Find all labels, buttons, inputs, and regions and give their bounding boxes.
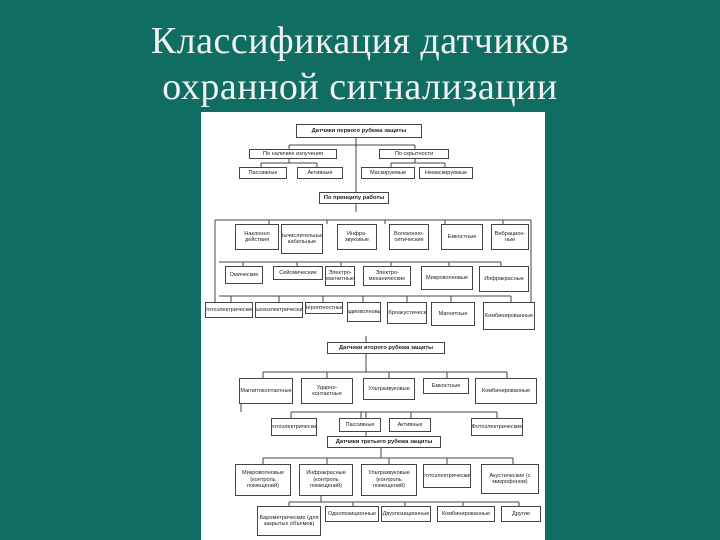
diagram-connectors: [214, 138, 532, 506]
classification-diagram: Датчики первого рубежа защиты По наличию…: [201, 112, 545, 540]
third-sub-node: Однопозиционные: [325, 506, 379, 522]
sub-type-node: Инфракрасные: [479, 266, 529, 292]
detail-node: Пьезоэлектрические: [255, 302, 303, 318]
type-node: Наклонно действия: [235, 224, 279, 250]
slide-title-line2: охранной сигнализации: [162, 66, 558, 108]
second-sub-node: Активные: [389, 418, 431, 432]
sub-type-node: Электро-механические: [363, 266, 411, 286]
second-type-node: Комбинированные: [475, 378, 537, 404]
third-rubezh-header: Датчики третьего рубежа защиты: [327, 436, 441, 448]
second-type-node: Ударно-контактные: [301, 378, 353, 404]
first-rubezh-header: Датчики первого рубежа защиты: [296, 124, 422, 138]
third-type-node: Инфракрасные (контроль помещений): [299, 464, 353, 496]
passive-node: Пассивные: [239, 167, 287, 179]
sub-type-node: Электро-магнитные: [325, 266, 355, 286]
third-sub-node: Двухпозиционные: [381, 506, 431, 522]
third-type-node: Микроволновые (контроль помещений): [235, 464, 291, 496]
second-sub-node: Фотоэлектрические: [471, 418, 523, 436]
second-type-node: Емкостные: [423, 378, 469, 394]
third-type-node: Фотоэлектрические: [423, 464, 471, 488]
masked-node: Маскируемые: [361, 167, 415, 179]
type-node: Вычислительные кабельные: [281, 224, 323, 254]
third-type-node: Ультразвуковые (контроль помещений): [361, 464, 417, 496]
sub-type-node: Микроволновые: [421, 266, 473, 290]
unmasked-node: Немаскируемые: [419, 167, 473, 179]
detail-node: Комбинированные: [483, 302, 535, 330]
by-principle-node: По принципу работы: [319, 192, 389, 204]
active-node: Активные: [297, 167, 343, 179]
detail-node: Радиоволновые: [347, 302, 381, 322]
third-sub-node: Комбинированные: [437, 506, 495, 522]
slide-title: Классификация датчиков охранной сигнализ…: [0, 18, 720, 110]
second-sub-node: Фотоэлектрические: [271, 418, 317, 436]
second-sub-node: Пассивные: [339, 418, 381, 432]
by-stealth-node: По скрытности: [379, 149, 449, 159]
detail-node: Вероятностные: [305, 302, 343, 314]
second-rubezh-header: Датчики второго рубежа защиты: [327, 342, 445, 354]
type-node: Вибрацион-ные: [491, 224, 529, 250]
detail-node: Виброакустические: [387, 302, 427, 324]
third-type-node: Акустические (с микрофоном): [481, 464, 539, 494]
type-node: Инфра-звуковые: [337, 224, 377, 250]
slide-title-line1: Классификация датчиков: [150, 20, 570, 62]
detail-node: Магнитные: [431, 302, 475, 326]
third-sub-node: Барометрические (для закрытых объемов): [257, 506, 321, 536]
type-node: Волоконно-оптические: [389, 224, 429, 250]
sub-type-node: Сейсмические: [273, 266, 323, 280]
third-sub-node: Другие: [501, 506, 541, 522]
second-type-node: Ультразвуковые: [363, 378, 415, 400]
detail-node: Фотоэлектрические: [205, 302, 253, 318]
sub-type-node: Омические: [225, 266, 263, 284]
type-node: Емкостные: [441, 224, 483, 250]
by-radiation-node: По наличию излучения: [249, 149, 337, 159]
second-type-node: Магнитоконтактные: [239, 378, 293, 404]
